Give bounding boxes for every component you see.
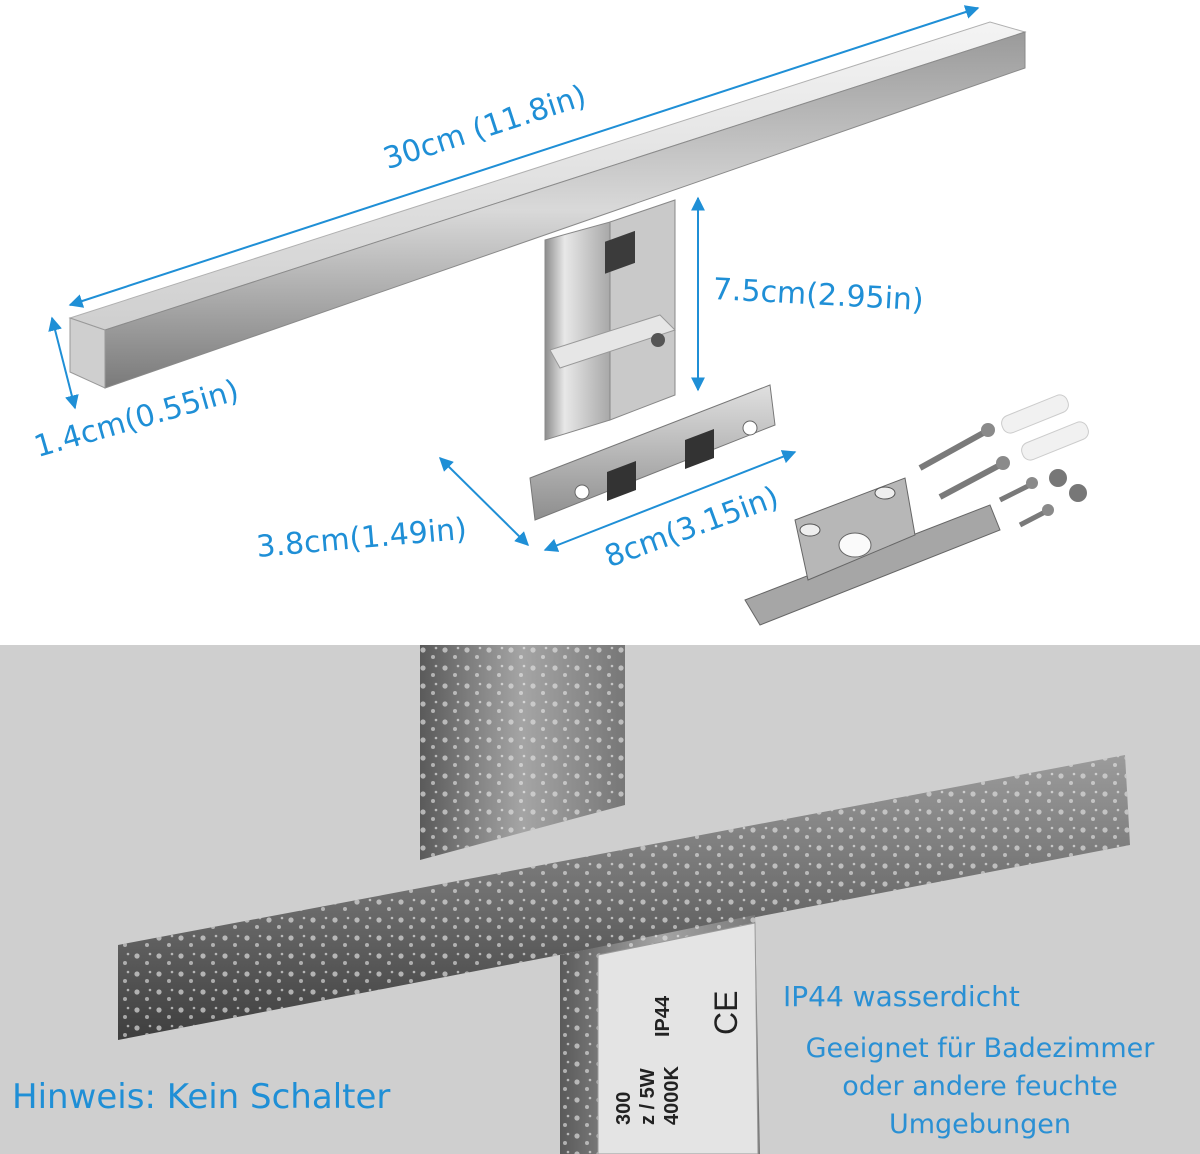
product-diagram bbox=[48, 5, 1089, 626]
suitability-line-1: Geeignet für Badezimmer bbox=[805, 1033, 1155, 1064]
suitability-line-3: Umgebungen bbox=[888, 1109, 1072, 1140]
mounting-stem bbox=[544, 199, 676, 441]
wall-bracket bbox=[744, 477, 1001, 626]
product-label-plate: 300 z / 5W 4000K IP44 CE bbox=[612, 975, 782, 1125]
waterproof-detail-panel: 300 z / 5W 4000K IP44 CE IP44 wasserdich… bbox=[0, 645, 1200, 1154]
suitability-line-2: oder andere feuchte bbox=[842, 1071, 1118, 1102]
no-switch-note: Hinweis: Kein Schalter bbox=[12, 1077, 391, 1117]
wet-lamp-closeup bbox=[118, 645, 1130, 1154]
dimension-arrows bbox=[48, 5, 980, 552]
screws-and-anchors bbox=[918, 394, 1089, 528]
ce-mark-icon: CE bbox=[708, 990, 744, 1035]
plate-ip-rating: IP44 bbox=[652, 995, 674, 1037]
plate-line-1: 300 bbox=[613, 1091, 635, 1125]
suitability-text: Geeignet für Badezimmer oder andere feuc… bbox=[770, 1030, 1190, 1144]
ip44-rating-text: IP44 wasserdicht bbox=[783, 980, 1020, 1013]
